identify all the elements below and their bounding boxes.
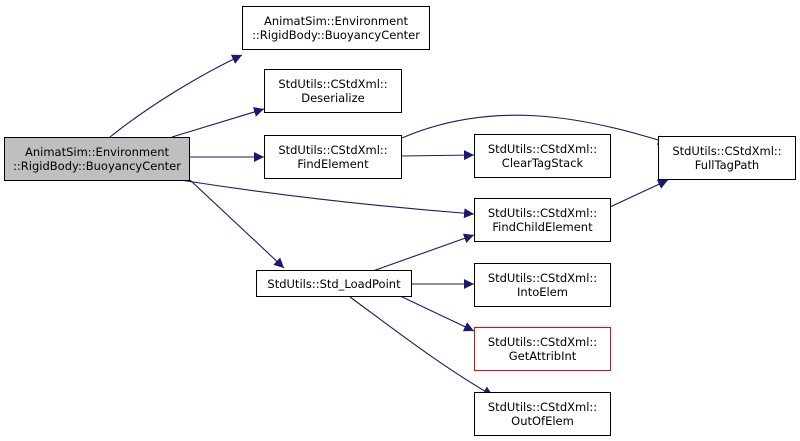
node-label-line2: FullTagPath: [694, 158, 760, 172]
node-buoyancy-center[interactable]: AnimatSim::Environment ::RigidBody::Buoy…: [242, 6, 430, 50]
edge-find-element-to-clear-tag-stack: [401, 150, 475, 161]
edge-root-to-std-load-point: [189, 179, 285, 269]
node-label-line1: StdUtils::CStdXml::: [487, 335, 598, 349]
edge-root-to-find-child-element: [179, 179, 475, 219]
edge-root-to-buoyancy-center: [109, 54, 243, 138]
node-root-buoyancy-center[interactable]: AnimatSim::Environment ::RigidBody::Buoy…: [4, 137, 190, 181]
node-label-line1: AnimatSim::Environment: [264, 14, 408, 28]
node-deserialize[interactable]: StdUtils::CStdXml:: Deserialize: [264, 69, 402, 113]
node-label-line1: AnimatSim::Environment: [25, 145, 169, 159]
edge-root-to-deserialize: [171, 107, 265, 138]
node-label-line1: StdUtils::CStdXml::: [487, 271, 598, 285]
edge-std-load-point-to-find-child-element: [369, 233, 475, 273]
node-out-of-elem[interactable]: StdUtils::CStdXml:: OutOfElem: [474, 392, 611, 436]
node-label-line1: StdUtils::CStdXml::: [672, 144, 782, 158]
edge-find-element-to-full-tag-path: [401, 114, 669, 145]
node-label-line1: StdUtils::CStdXml::: [278, 77, 388, 91]
node-label-line2: ClearTagStack: [501, 156, 584, 170]
node-label-line1: StdUtils::Std_LoadPoint: [267, 276, 401, 291]
edge-std-load-point-to-get-attrib-int: [397, 294, 475, 332]
node-find-child-element[interactable]: StdUtils::CStdXml:: FindChildElement: [474, 198, 611, 242]
node-label-line2: ::RigidBody::BuoyancyCenter: [13, 159, 181, 173]
node-clear-tag-stack[interactable]: StdUtils::CStdXml:: ClearTagStack: [474, 134, 611, 178]
node-label-line1: StdUtils::CStdXml::: [487, 400, 598, 414]
node-label-line1: StdUtils::CStdXml::: [487, 142, 598, 156]
node-label-line2: FindChildElement: [492, 220, 593, 234]
edge-find-child-element-to-full-tag-path: [609, 179, 669, 208]
node-label-line2: Deserialize: [301, 91, 365, 105]
node-label-line2: GetAttribInt: [508, 349, 577, 363]
node-label-line2: FindElement: [297, 157, 369, 171]
node-label-line2: IntoElem: [517, 285, 568, 299]
node-get-attrib-int[interactable]: StdUtils::CStdXml:: GetAttribInt: [474, 327, 611, 371]
node-label-line1: StdUtils::CStdXml::: [487, 206, 598, 220]
node-label-line1: StdUtils::CStdXml::: [278, 143, 388, 157]
edge-std-load-point-to-out-of-elem: [349, 296, 494, 397]
node-find-element[interactable]: StdUtils::CStdXml:: FindElement: [264, 135, 402, 179]
node-label-line2: OutOfElem: [511, 414, 574, 428]
node-label-line2: ::RigidBody::BuoyancyCenter: [252, 28, 420, 42]
node-std-load-point[interactable]: StdUtils::Std_LoadPoint: [256, 270, 412, 297]
node-full-tag-path[interactable]: StdUtils::CStdXml:: FullTagPath: [658, 136, 796, 180]
node-into-elem[interactable]: StdUtils::CStdXml:: IntoElem: [474, 263, 611, 307]
